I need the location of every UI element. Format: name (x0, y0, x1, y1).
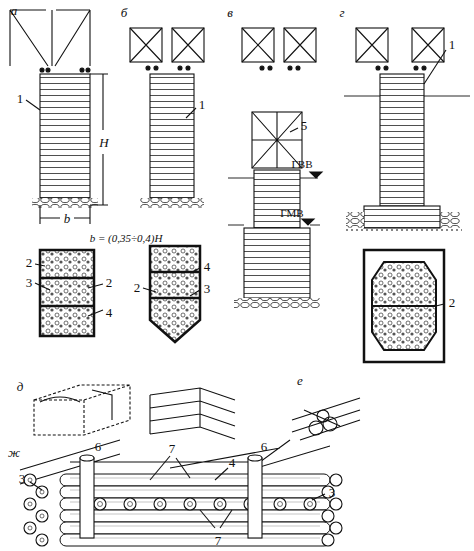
callout-label: 4 (204, 260, 211, 273)
callout-label: 2 (26, 256, 33, 269)
callout-label: 1 (449, 38, 456, 51)
callout-label: 7 (215, 534, 222, 547)
callout-label: 4 (229, 456, 236, 469)
callout-label: b = (0,35÷0,4)H (90, 233, 163, 244)
callout-label: 3 (204, 282, 211, 295)
callout-label: 1 (199, 98, 206, 111)
callout-label: 2 (106, 276, 113, 289)
callout-label: ж (8, 446, 20, 459)
callout-label: д (17, 380, 24, 393)
callout-label: б (121, 6, 128, 19)
callout-label: 3 (26, 276, 33, 289)
callout-label: а (11, 4, 18, 17)
callout-label: 6 (261, 440, 268, 453)
callout-label: ГМВ (280, 208, 303, 219)
callout-label: г (339, 6, 344, 19)
callout-label: 2 (134, 281, 141, 294)
callout-label: 6 (95, 440, 102, 453)
callout-label: b (64, 212, 71, 225)
callout-label: 7 (169, 442, 176, 455)
callout-label: в (227, 6, 233, 19)
callout-label: 1 (17, 92, 24, 105)
callout-label: 3 (19, 472, 26, 485)
callout-label: 2 (449, 296, 456, 309)
callout-label: 3 (329, 486, 336, 499)
callout-label: 5 (301, 119, 308, 132)
callout-label: H (99, 136, 108, 149)
callout-label: е (297, 374, 303, 387)
callout-label: ГВВ (291, 159, 312, 170)
callout-label: 4 (106, 306, 113, 319)
